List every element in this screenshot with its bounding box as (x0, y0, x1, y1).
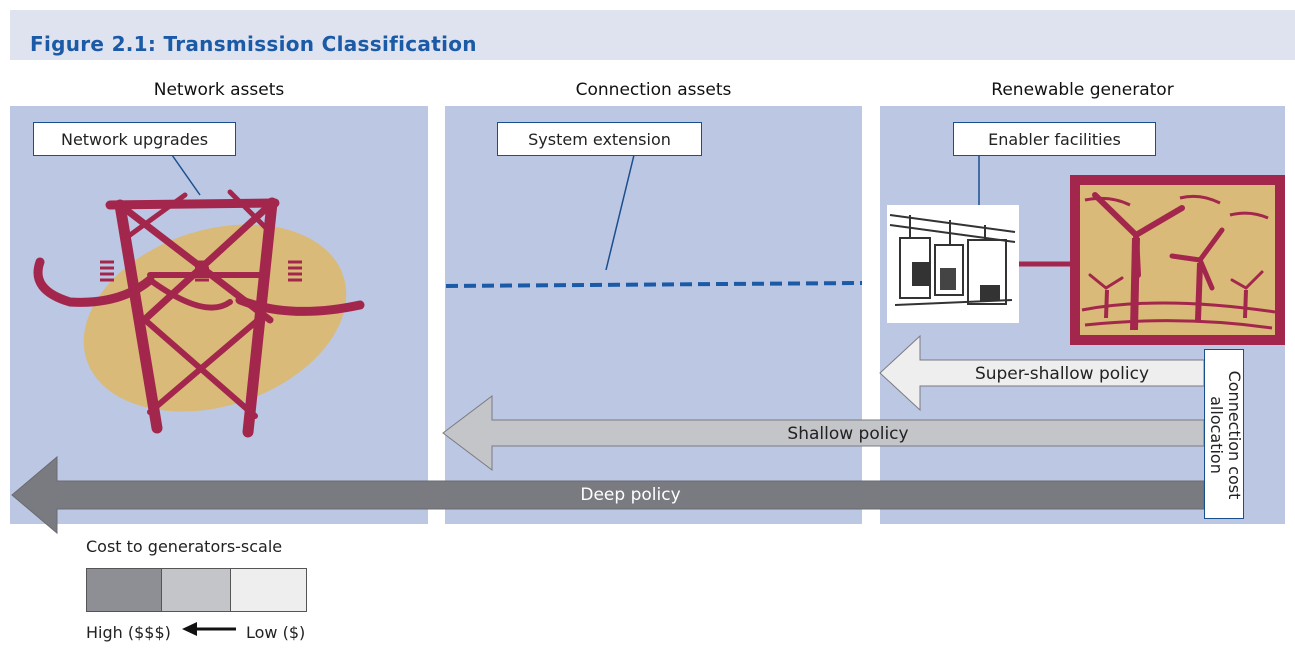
allocation-line-2: allocation (1207, 396, 1226, 474)
scale-direction-arrow-icon (182, 622, 236, 636)
figure-title: Figure 2.1: Transmission Classification (30, 32, 477, 56)
system-extension-leader-line (605, 154, 635, 271)
shallow-policy-arrow (442, 394, 1205, 472)
deep-policy-label: Deep policy (580, 485, 681, 505)
cost-scale-mid-swatch (161, 568, 231, 612)
super-shallow-policy-label: Super-shallow policy (974, 364, 1150, 384)
super-shallow-policy-arrow (879, 334, 1205, 412)
deep-policy-arrow (11, 455, 1205, 535)
transmission-tower-illustration (33, 189, 365, 438)
substation-illustration (887, 205, 1019, 323)
system-extension-dashed-line (445, 281, 863, 288)
renewable-generator-heading: Renewable generator (991, 80, 1174, 100)
allocation-line-1: Connection cost (1225, 370, 1244, 500)
connection-assets-heading: Connection assets (575, 80, 732, 100)
connection-cost-allocation-box: Connection cost allocation (1204, 349, 1244, 519)
cost-scale-title: Cost to generators-scale (86, 537, 283, 556)
system-extension-label: System extension (497, 122, 702, 156)
wind-farm-illustration (1070, 175, 1285, 345)
cost-scale-low-swatch (230, 568, 307, 612)
network-upgrades-leader-line (171, 154, 201, 196)
cost-scale-high-label: High ($$$) (86, 623, 171, 642)
connection-assets-panel (445, 106, 862, 524)
figure-title-band: Figure 2.1: Transmission Classification (10, 10, 1295, 60)
cost-scale-low-label: Low ($) (246, 623, 306, 642)
enabler-facilities-label: Enabler facilities (953, 122, 1156, 156)
shallow-policy-label: Shallow policy (787, 424, 909, 444)
cost-scale-high-swatch (86, 568, 162, 612)
network-assets-heading: Network assets (153, 80, 285, 100)
network-upgrades-label: Network upgrades (33, 122, 236, 156)
